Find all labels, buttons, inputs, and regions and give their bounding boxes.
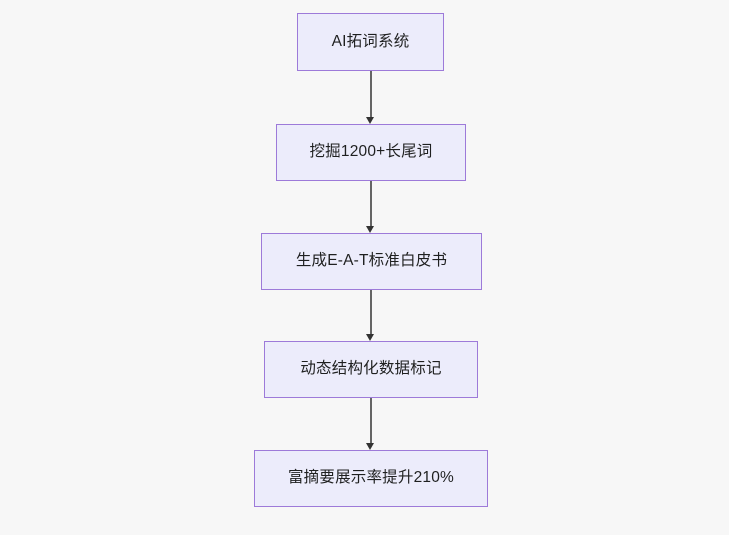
edge-line [370,290,372,335]
flowchart-node-n2[interactable]: 挖掘1200+长尾词 [276,124,466,181]
arrowhead-icon [366,116,375,124]
edge-n4-n5 [366,398,375,450]
arrowhead-icon [366,225,375,233]
node-label: AI拓词系统 [331,32,410,50]
edge-line [370,398,372,444]
edge-line [370,71,372,118]
flowchart-node-n4[interactable]: 动态结构化数据标记 [264,341,478,398]
node-label: 动态结构化数据标记 [300,360,442,378]
edge-line [370,181,372,227]
node-label: 生成E-A-T标准白皮书 [295,252,448,270]
edge-n2-n3 [366,181,375,233]
node-label: 富摘要展示率提升210% [287,469,455,487]
flowchart-node-n1[interactable]: AI拓词系统 [297,13,444,71]
edge-n3-n4 [366,290,375,341]
flowchart-node-n5[interactable]: 富摘要展示率提升210% [254,450,488,507]
arrowhead-icon [366,333,375,341]
flowchart-node-n3[interactable]: 生成E-A-T标准白皮书 [261,233,482,290]
arrowhead-icon [366,442,375,450]
node-label: 挖掘1200+长尾词 [309,143,433,161]
edge-n1-n2 [366,71,375,124]
